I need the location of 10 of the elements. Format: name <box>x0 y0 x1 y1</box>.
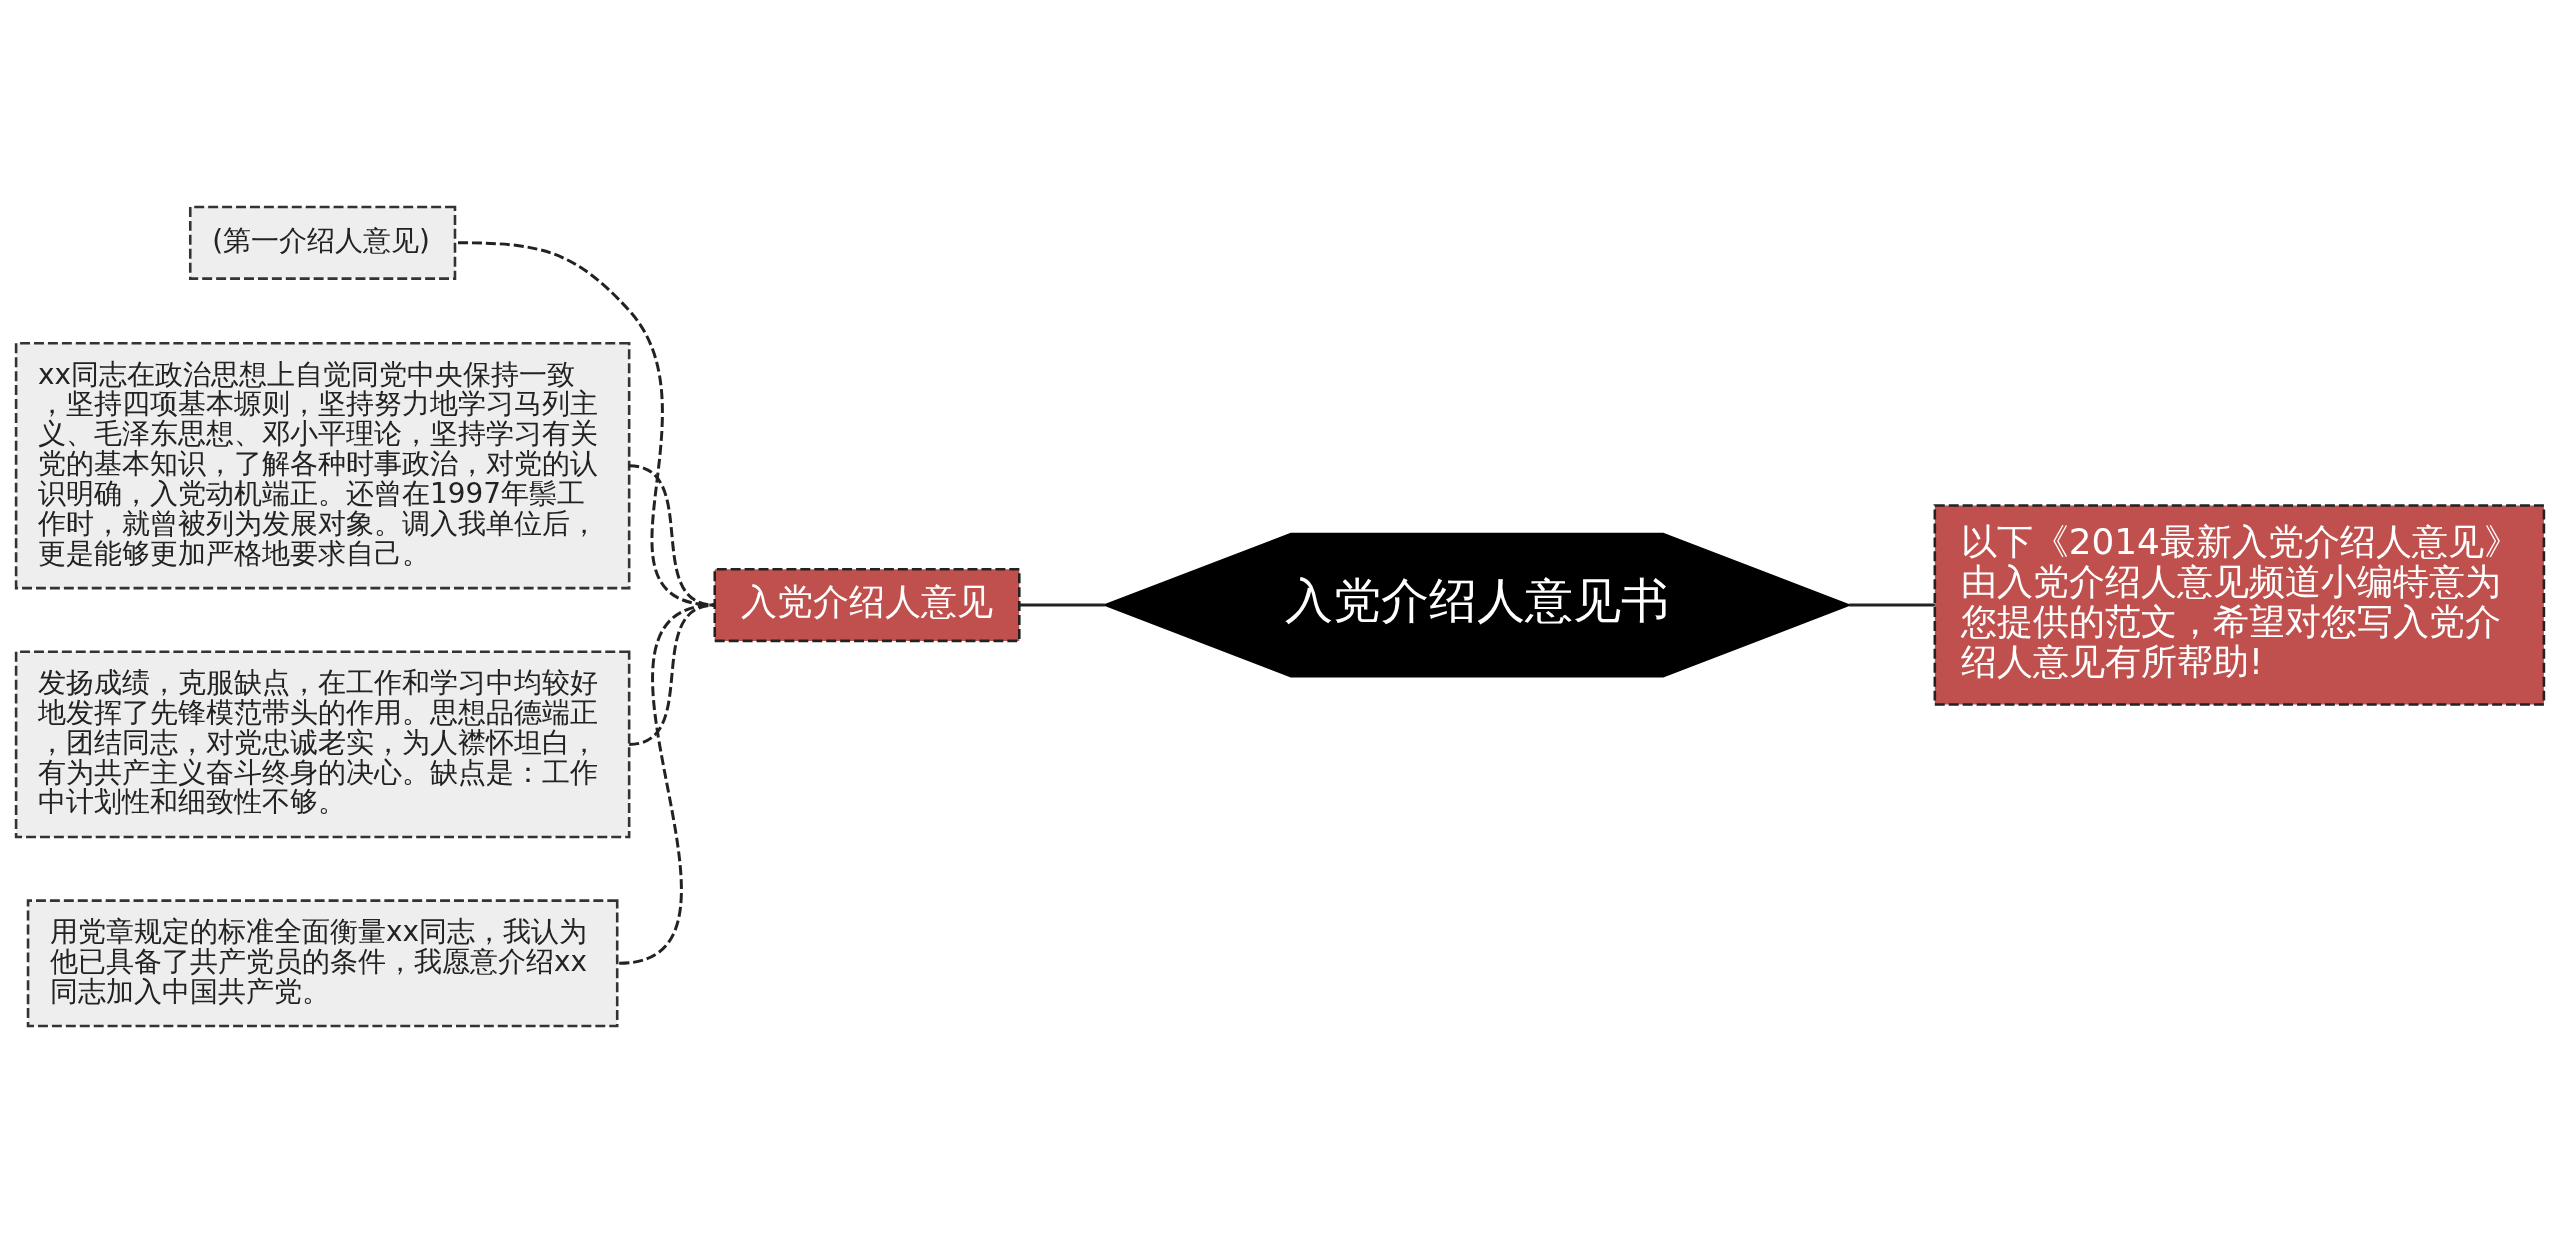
connector <box>457 241 715 607</box>
node-box: 入党介绍人意见 <box>713 567 1021 643</box>
node-box: 发扬成绩，克服缺点，在工作和学习中均较好地发挥了先锋模范带头的作用。思想品德端正，团结同志，对党忠诚老实，为人襟怀坦白，有为共产主义奋斗终身的决心。缺点是：工作中计划性和细致性不够。 <box>14 650 631 839</box>
node-box: (第一介绍人意见) <box>188 205 457 280</box>
node-box: 以下《2014最新入党介绍人意见》由入党介绍人意见频道小编特意为您提供的范文，希望对您写入党介绍人意见有所帮助! <box>1933 504 2546 706</box>
node-box: 用党章规定的标准全面衡量xx同志，我认为他已具备了共产党员的条件，我愿意介绍xx同志加入中国共产党。 <box>26 899 619 1028</box>
connector <box>1019 603 1105 607</box>
node-box: xx同志在政治思想上自觉同党中央保持一致，坚持四项基本塬则，坚持努力地学习马列主义、毛泽东思想、邓小平理论，坚持学习有关党的基本知识，了解各种时事政治，对党的认识明确，入党动机端正。还曾在1997年鬃工作时，就曾被列为发展对象。调入我单位后，更是能够更加严格地要求自己。 <box>14 342 631 590</box>
connector <box>618 603 716 965</box>
connector <box>1849 603 1935 607</box>
